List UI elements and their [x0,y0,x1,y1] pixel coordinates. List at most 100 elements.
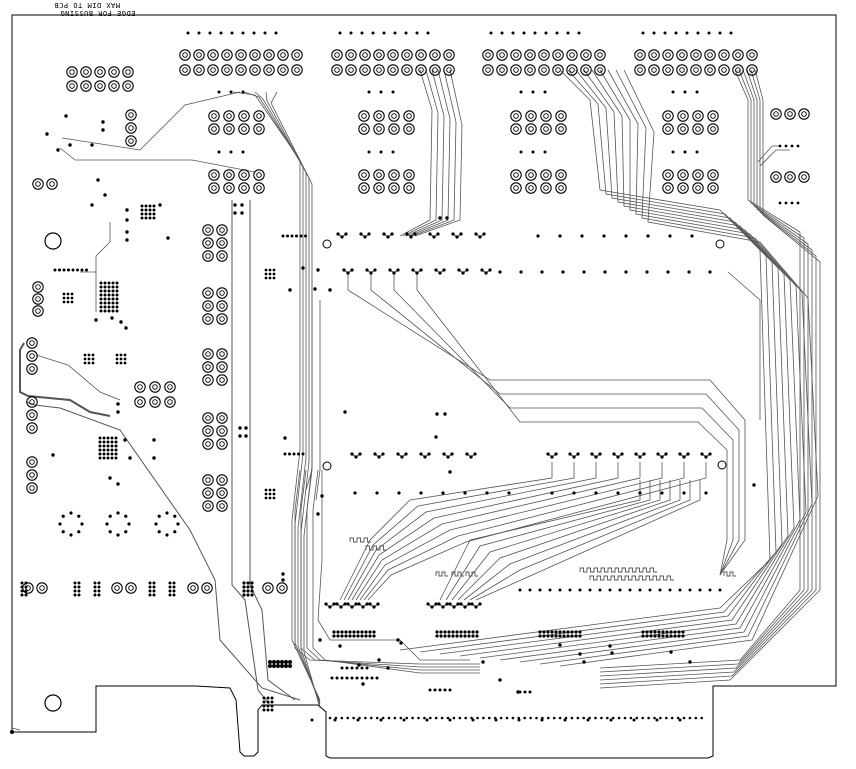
via [382,232,386,236]
pad [202,348,214,360]
via [446,455,450,459]
via [423,455,427,459]
via [238,434,242,438]
via [99,289,103,293]
via [97,593,101,597]
via [467,602,471,606]
pad [540,110,552,122]
via [281,578,285,582]
via [358,716,361,720]
pad [201,582,213,594]
via [578,588,582,592]
via [173,530,177,534]
via [677,630,681,634]
via [574,630,578,634]
via [538,588,542,592]
via [682,491,686,495]
via [356,718,360,722]
via [111,289,115,293]
pad [510,49,522,61]
via [688,660,692,664]
via [99,305,103,309]
pad [125,122,137,134]
via [350,452,354,456]
via [103,293,107,297]
via [690,234,694,238]
pad [207,64,219,76]
via [437,602,441,606]
via [318,638,322,642]
via [397,491,401,495]
via [576,452,580,456]
via [678,452,682,456]
via [467,634,471,638]
trace [365,545,387,551]
via [443,630,447,634]
via [144,208,148,212]
pad [373,64,385,76]
via [678,588,682,592]
via [550,491,554,495]
via [252,31,256,35]
pad [134,396,146,408]
pad [223,123,235,135]
via [649,630,653,634]
pad [179,64,191,76]
pad [746,64,758,76]
pad [707,110,719,122]
via [671,150,675,154]
pad [208,123,220,135]
pad [707,182,719,194]
via [233,211,237,215]
via [152,581,156,585]
via [115,353,119,357]
via [297,452,300,456]
via [698,588,702,592]
trace [339,462,553,601]
pad [202,374,214,386]
via [590,452,594,456]
via [345,676,349,680]
via [97,581,101,585]
via [345,666,349,670]
pad [358,110,370,122]
via [154,522,158,526]
via [107,305,111,309]
pad [704,49,716,61]
via [77,514,81,518]
via [246,589,250,593]
via [114,440,118,444]
via [123,357,127,361]
pad [238,123,250,135]
via [99,293,103,297]
via [511,716,515,720]
trace [232,91,321,701]
via [677,634,681,638]
via [718,588,722,592]
via [93,581,97,585]
trace [599,69,809,677]
via [124,514,128,518]
pad [403,110,415,122]
via [439,634,443,638]
via [111,305,115,309]
via [405,716,409,720]
via [268,268,272,272]
via [119,361,123,365]
via [268,660,272,664]
via [176,522,180,526]
via [688,588,692,592]
via [536,234,540,238]
via [114,456,118,460]
trace [727,271,761,420]
via [471,718,475,722]
via [707,31,711,35]
via [578,630,582,634]
pad [594,64,606,76]
via [686,452,690,456]
via [658,588,662,592]
via [494,718,498,722]
pad [387,49,399,61]
via [286,234,289,238]
via [478,602,482,606]
